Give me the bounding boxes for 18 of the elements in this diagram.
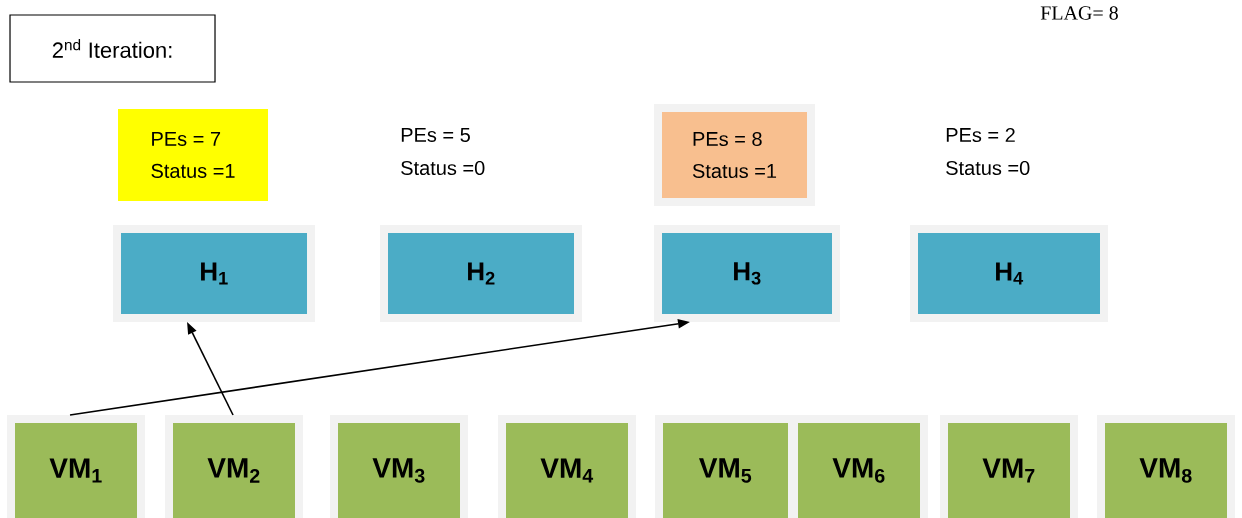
vm-box: VM$_{8}$ bbox=[1097, 415, 1235, 518]
label-text: PEs = 2 bbox=[946, 127, 1015, 143]
status-box: PEs = 7 Status =1 bbox=[118, 109, 268, 201]
host-box: H$_{4}$ bbox=[910, 225, 1108, 322]
host-box: H$_{1}$ bbox=[113, 225, 315, 322]
vm-box: VM$_{7}$ bbox=[940, 415, 1078, 518]
vm-box: VM$_{2}$ bbox=[165, 415, 303, 518]
vm-box: VM$_{4}$ bbox=[498, 415, 636, 518]
label-text: Status =0 bbox=[401, 160, 485, 176]
vm-box: VM$_{3}$ bbox=[330, 415, 468, 518]
label-text: PEs = 5 bbox=[401, 128, 470, 142]
status-box: PEs = 8 Status =1 bbox=[654, 104, 815, 206]
title-box: 2$^{nd}$ Iteration: bbox=[9, 14, 216, 83]
label-text: Status =0 bbox=[946, 160, 1030, 176]
vm-box: VM$_{1}$ bbox=[7, 415, 145, 518]
host-box: H$_{3}$ bbox=[654, 225, 840, 322]
host-box: H$_{2}$ bbox=[380, 225, 582, 322]
label-text: FLAG= 8 bbox=[1040, 6, 1118, 20]
